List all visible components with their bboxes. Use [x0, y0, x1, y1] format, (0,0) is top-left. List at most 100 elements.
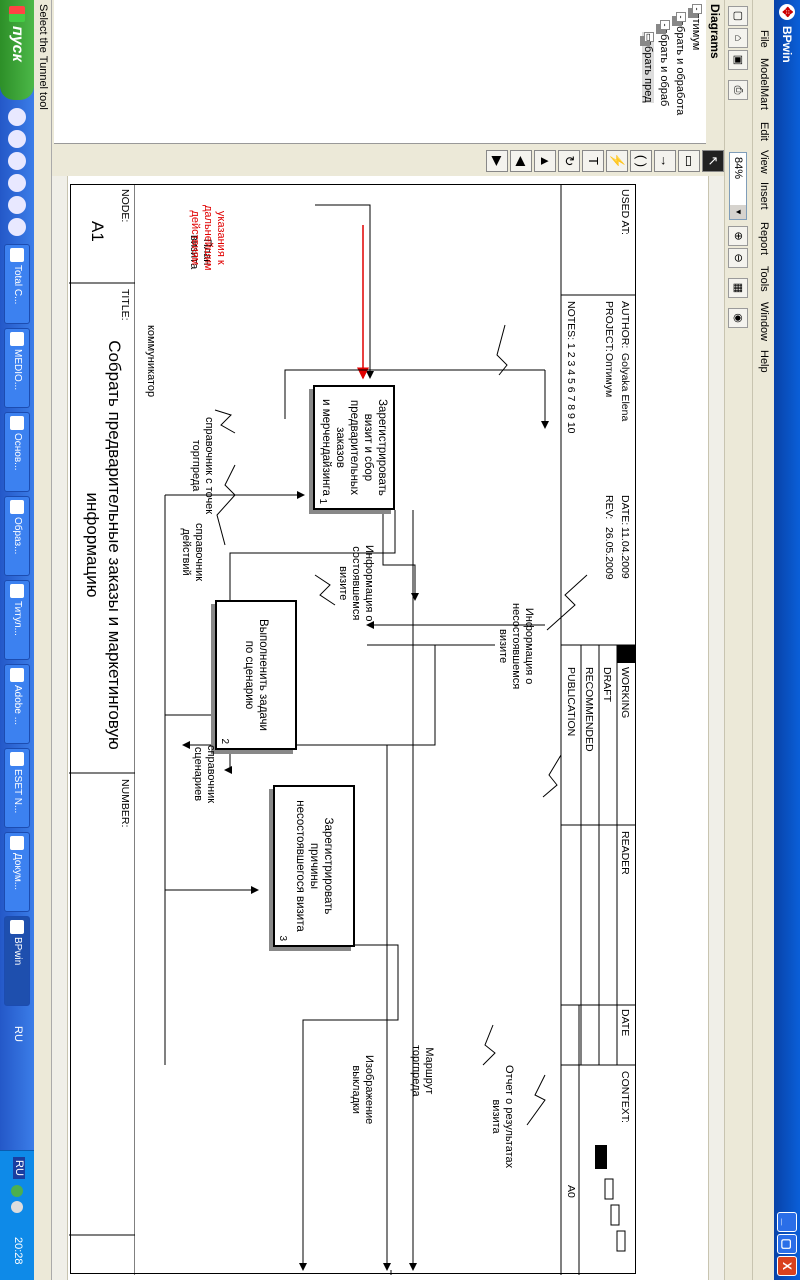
app-icon — [10, 248, 24, 262]
chevron-down-icon: ▼ — [730, 205, 746, 219]
label-info-happened: Информация о состоявшемся визите — [337, 545, 375, 622]
task-medio[interactable]: MEDIO... — [4, 328, 30, 408]
quicklaunch-icon[interactable] — [8, 130, 26, 148]
zoom-select[interactable]: 84% ▼ — [729, 152, 747, 220]
ie-icon[interactable] — [8, 108, 26, 126]
task-document[interactable]: Докум... — [4, 832, 30, 912]
tree-item[interactable]: -Собрать и обраб — [658, 20, 670, 107]
task-total-commander[interactable]: Total C... — [4, 244, 30, 324]
zoom-out-icon[interactable]: ⊖ — [728, 248, 748, 268]
vertical-scrollbar[interactable] — [708, 176, 724, 1280]
pointer-tool-icon[interactable]: ↖ — [702, 150, 724, 172]
horizontal-scrollbar[interactable] — [52, 176, 68, 1280]
arrow-layer — [164, 204, 588, 1275]
text-tool-icon[interactable]: T — [582, 150, 604, 172]
diagram-title: Собрать предварительные заказы и маркети… — [81, 325, 125, 765]
menu-modelmart[interactable]: ModelMart — [758, 58, 770, 110]
go-back-icon[interactable]: ◀ — [510, 150, 532, 172]
arrow-info-not-happened — [224, 510, 396, 774]
quicklaunch-icon[interactable] — [8, 152, 26, 170]
go-forward-icon[interactable]: ▶ — [486, 150, 508, 172]
menu-report[interactable]: Report — [758, 222, 770, 256]
diagrams-header: Diagrams — [706, 0, 724, 144]
activity-1-line2: предварительных заказов — [334, 400, 360, 495]
tree-item-selected[interactable]: ▭Собрать пред — [642, 32, 654, 103]
activity-2-line1: Выполненить задачи — [257, 619, 269, 731]
task-bpwin[interactable]: BPwin — [4, 916, 30, 1006]
tree-item[interactable]: -Оптимум — [690, 4, 702, 51]
menu-view[interactable]: View — [758, 150, 770, 174]
open-folder-icon[interactable]: ⌂ — [728, 28, 748, 48]
activity-box-3-number: 3 — [277, 935, 288, 941]
network-tray-icon[interactable] — [11, 1201, 23, 1213]
header-grid — [560, 185, 635, 1275]
collapse-icon[interactable]: - — [676, 12, 686, 22]
quicklaunch-icon[interactable] — [8, 218, 26, 236]
system-tray: RU 20:28 — [0, 1150, 34, 1280]
zoom-in-icon[interactable]: ⊕ — [728, 226, 748, 246]
title-bar: ✥ BPwin _ ▢ X — [774, 0, 800, 1280]
quicklaunch-icon[interactable] — [8, 196, 26, 214]
diagram-canvas[interactable]: USED AT: AUTHOR: Golyaka Elena PROJECT: … — [68, 176, 724, 1280]
model-explorer-icon[interactable]: ▦ — [728, 278, 748, 298]
label-display-image: Изображение выкладки — [350, 1055, 375, 1125]
save-icon[interactable]: ▣ — [728, 50, 748, 70]
footer-grid — [69, 185, 135, 1275]
zoom-value: 84% — [732, 157, 744, 180]
arrow-info-happened — [382, 510, 419, 601]
start-button[interactable]: пуск — [0, 0, 34, 100]
menu-edit[interactable]: Edit — [758, 122, 770, 141]
menu-bar: File ModelMart Edit View Insert Report T… — [733, 0, 774, 1280]
eset-tray-icon[interactable] — [11, 1185, 23, 1197]
print-icon[interactable]: ⎙ — [728, 80, 748, 100]
context-thumbnail — [595, 1145, 626, 1252]
task-osnov[interactable]: Основ... — [4, 412, 30, 492]
app-icon — [10, 752, 24, 766]
arrow-tool-icon[interactable]: → — [654, 150, 676, 172]
toolbar: ▢ ⌂ ▣ ⎙ 84% ▼ ⊕ ⊖ ▦ ◉ — [724, 0, 752, 1280]
new-file-icon[interactable]: ▢ — [728, 6, 748, 26]
task-titul[interactable]: Титул... — [4, 580, 30, 660]
node-value: A1 — [88, 221, 107, 242]
taskbar: пуск Total C... MEDIO... Основ... Образ.… — [0, 0, 34, 1280]
quicklaunch-icon[interactable] — [8, 174, 26, 192]
collapse-icon[interactable]: - — [692, 4, 702, 14]
menu-help[interactable]: Help — [758, 350, 770, 373]
help-globe-icon[interactable]: ◉ — [728, 308, 748, 328]
tray-lang-badge[interactable]: RU — [13, 1157, 25, 1179]
go-up-icon[interactable]: ▲ — [534, 150, 556, 172]
arrow-points-ref-branch — [284, 369, 545, 419]
task-eset[interactable]: ESET N... — [4, 748, 30, 828]
menu-file[interactable]: File — [758, 30, 770, 48]
lang-indicator-text[interactable]: RU — [12, 1026, 24, 1042]
collapse-icon[interactable]: - — [660, 20, 670, 30]
tool-palette: ↖ ▭ → ( ) ⚡ T ↻ ▲ ◀ ▶ — [484, 150, 724, 174]
maximize-button[interactable]: ▢ — [777, 1234, 797, 1254]
activity-box-tool-icon[interactable]: ▭ — [678, 150, 700, 172]
task-adobe[interactable]: Adobe ... — [4, 664, 30, 744]
activity-box-2-number: 2 — [219, 738, 230, 744]
windows-logo-icon — [9, 6, 25, 22]
tree-item[interactable]: -Собрать и обработа — [674, 12, 686, 116]
status-text: Select the Tunnel tool — [37, 4, 49, 110]
menu-window[interactable]: Window — [758, 302, 770, 342]
arrow-plan-visit — [315, 204, 374, 379]
diagram-title-line1: Собрать предварительные заказы и маркети… — [105, 340, 124, 750]
close-button[interactable]: X — [777, 1256, 797, 1276]
activity-2-line2: по сценарию — [243, 640, 255, 710]
task-obraz[interactable]: Образ... — [4, 496, 30, 576]
clock[interactable]: 20:28 — [12, 1237, 24, 1265]
minimize-button[interactable]: _ — [777, 1212, 797, 1232]
off-page-reference-icon[interactable]: ↻ — [558, 150, 580, 172]
menu-tools[interactable]: Tools — [758, 266, 770, 292]
tunnel-tool-icon[interactable]: ( ) — [630, 150, 652, 172]
label-points-ref: справочник с точек торгпреда — [190, 417, 215, 515]
menu-insert[interactable]: Insert — [758, 182, 770, 210]
squiggle-tool-icon[interactable]: ⚡ — [606, 150, 628, 172]
label-visit-report: Отчет о результатах визита — [490, 1065, 515, 1169]
